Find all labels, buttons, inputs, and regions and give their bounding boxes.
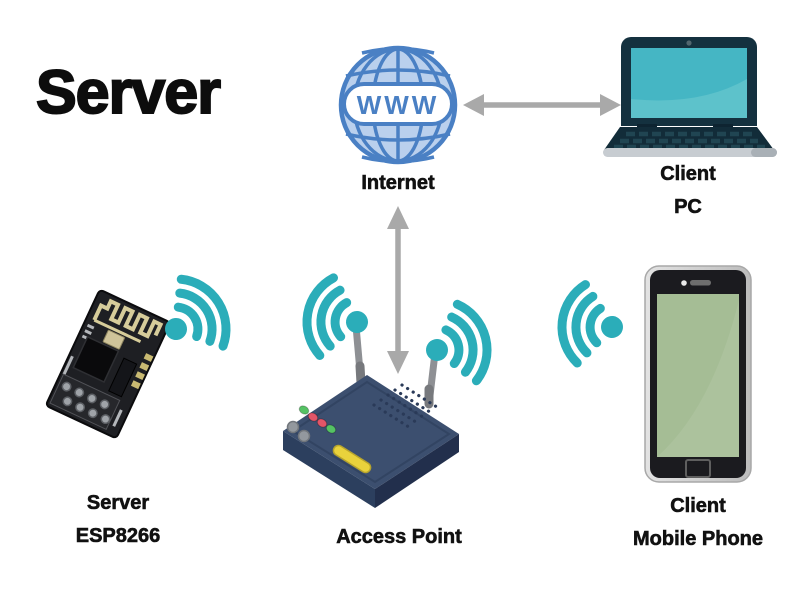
server-esp8266-label: Server ESP8266 <box>75 487 161 553</box>
client-mobile-label: Client Mobile Phone <box>633 490 764 556</box>
client-pc-line1: Client <box>660 163 716 186</box>
client-mobile-line1: Client <box>670 495 726 518</box>
wifi-signal-icon-phone <box>558 283 627 368</box>
wifi-signal-icon-router-right <box>417 300 495 391</box>
esp8266-board-icon <box>45 289 171 439</box>
laptop-base <box>603 148 777 157</box>
esp-antenna-trace <box>92 298 164 339</box>
phone-screen <box>657 294 739 457</box>
esp-crystal <box>102 329 125 350</box>
access-point-label: Access Point <box>336 521 462 554</box>
laptop-icon <box>603 37 777 157</box>
esp-silkscreen-marks <box>62 323 123 427</box>
arrow-internet-accesspoint <box>387 206 409 374</box>
server-esp8266-line2: ESP8266 <box>75 525 161 548</box>
internet-globe-icon: WWW <box>338 45 458 165</box>
laptop-camera-dot <box>686 40 692 46</box>
phone-camera-dot <box>681 280 687 286</box>
phone-speaker <box>690 280 711 286</box>
client-pc-label: Client PC <box>660 158 716 224</box>
globe-www-text: WWW <box>357 90 440 120</box>
esp-chip <box>72 335 120 384</box>
router-leds <box>298 405 337 434</box>
arrow-internet-clientpc <box>463 94 621 116</box>
client-pc-line2: PC <box>674 196 702 219</box>
access-point-label-text: Access Point <box>336 526 462 549</box>
esp-gold-pads <box>130 353 154 390</box>
router-icon <box>283 322 459 508</box>
page-title: Server <box>35 58 222 126</box>
phone-home-button <box>685 459 711 478</box>
internet-label-text: Internet <box>361 172 435 195</box>
router-buttons <box>286 420 311 443</box>
router-vents <box>372 383 442 431</box>
internet-label: Internet <box>361 167 435 200</box>
globe-www-band <box>342 82 454 126</box>
wifi-signal-icon-router-left <box>301 275 375 363</box>
router-label-slot <box>332 444 372 474</box>
mobile-phone-icon <box>644 265 752 483</box>
server-esp8266-line1: Server <box>86 492 150 515</box>
client-mobile-line2: Mobile Phone <box>633 528 764 551</box>
